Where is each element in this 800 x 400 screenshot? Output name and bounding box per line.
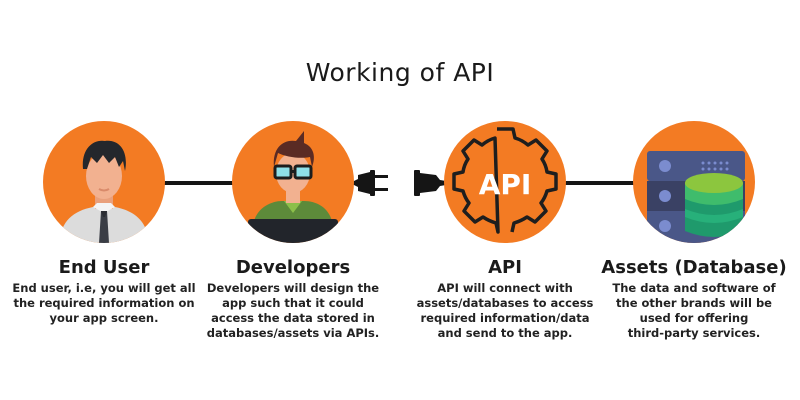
developers-label: Developers Developers will design the ap… [193, 257, 393, 341]
server-database-icon [647, 151, 745, 243]
api-gear-icon: API [452, 127, 558, 234]
api-heading: API [488, 257, 522, 278]
plug-icon [350, 166, 392, 200]
end-user-circle [43, 121, 165, 243]
api-description: API will connect with assets/databases t… [416, 281, 594, 340]
api-circle: API [444, 121, 566, 243]
developer-icon [248, 131, 338, 243]
assets-description: The data and software of the other brand… [612, 281, 776, 340]
developers-heading: Developers [235, 257, 351, 278]
diagram-title: Working of API [305, 58, 495, 87]
end-user-description: End user, i.e, you will get all the requ… [12, 281, 196, 325]
assets-label: Assets (Database) The data and software … [594, 257, 794, 341]
developers-description: Developers will design the app such that… [206, 281, 380, 340]
assets-heading: Assets (Database) [601, 257, 787, 278]
connector-enduser-developers [160, 181, 238, 185]
connector-api-assets [560, 181, 640, 185]
developers-circle [232, 121, 354, 243]
api-icon-text: API [479, 168, 532, 201]
end-user-label: End User End user, i.e, you will get all… [4, 257, 204, 326]
assets-circle [633, 121, 755, 243]
businessman-icon [59, 140, 149, 243]
end-user-heading: End User [58, 257, 150, 278]
api-label: API API will connect with assets/databas… [405, 257, 605, 341]
